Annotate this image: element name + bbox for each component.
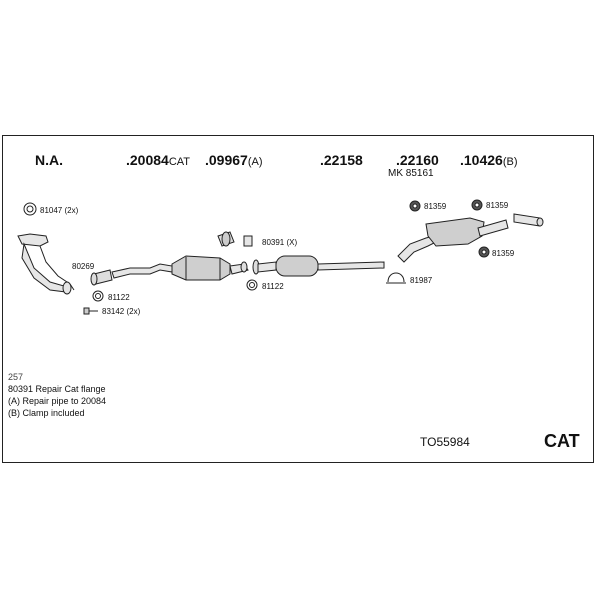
part-10426-number: .10426 xyxy=(460,152,503,168)
part-22158: .22158 xyxy=(320,152,363,168)
bolt-83142-icon xyxy=(83,307,98,315)
part-20084-suffix: CAT xyxy=(168,156,191,168)
label-81122a: 81122 xyxy=(108,293,130,302)
clamp-81987-icon xyxy=(386,272,406,284)
label-83142: 83142 (2x) xyxy=(102,307,141,316)
part-22160: .22160 xyxy=(396,152,439,168)
label-81359c: 81359 xyxy=(492,249,515,258)
part-20084-number: .20084 xyxy=(126,152,169,168)
gasket-81122-icon xyxy=(92,290,104,302)
catalyst-20084 xyxy=(171,255,249,281)
part-09967: .09967(A) xyxy=(205,152,263,168)
label-81047: 81047 (2x) xyxy=(40,206,79,215)
part-09967-number: .09967 xyxy=(205,152,248,168)
note-257: 257 xyxy=(8,372,24,382)
rear-silencer-22160 xyxy=(397,217,509,263)
part-10426-suffix: (B) xyxy=(502,156,518,168)
label-81359b: 81359 xyxy=(486,201,509,210)
rubber-mount-81359c-icon xyxy=(478,246,490,258)
repair-flange-09967 xyxy=(217,231,253,247)
tail-pipe-10426 xyxy=(513,213,544,227)
gasket-81122b-icon xyxy=(246,279,258,291)
rubber-mount-81359a-icon xyxy=(409,200,421,212)
note-line-3: (B) Clamp included xyxy=(8,408,85,418)
part-20084: .20084CAT xyxy=(126,152,190,168)
flex-pipe-80269 xyxy=(90,269,113,286)
part-10426: .10426(B) xyxy=(460,152,518,168)
note-line-2: (A) Repair pipe to 20084 xyxy=(8,396,107,406)
part-22160-sub: MK 85161 xyxy=(388,168,434,179)
cat-label: CAT xyxy=(544,431,580,451)
label-81122b: 81122 xyxy=(262,282,284,291)
note-line-1: 80391 Repair Cat flange xyxy=(8,384,106,394)
label-81987: 81987 xyxy=(410,276,433,285)
rubber-mount-81359b-icon xyxy=(471,199,483,211)
gasket-81047-icon xyxy=(23,202,37,216)
drawing-code: TO55984 xyxy=(420,435,470,449)
label-80391: 80391 (X) xyxy=(262,238,298,247)
part-09967-suffix: (A) xyxy=(247,156,263,168)
header-na: N.A. xyxy=(35,152,63,168)
middle-silencer-22158 xyxy=(252,255,385,277)
diagram-frame xyxy=(2,135,594,463)
label-80269: 80269 xyxy=(72,262,95,271)
label-81359a: 81359 xyxy=(424,202,447,211)
manifold-pipe xyxy=(17,233,75,295)
pipe-to-catalyst xyxy=(111,263,173,279)
